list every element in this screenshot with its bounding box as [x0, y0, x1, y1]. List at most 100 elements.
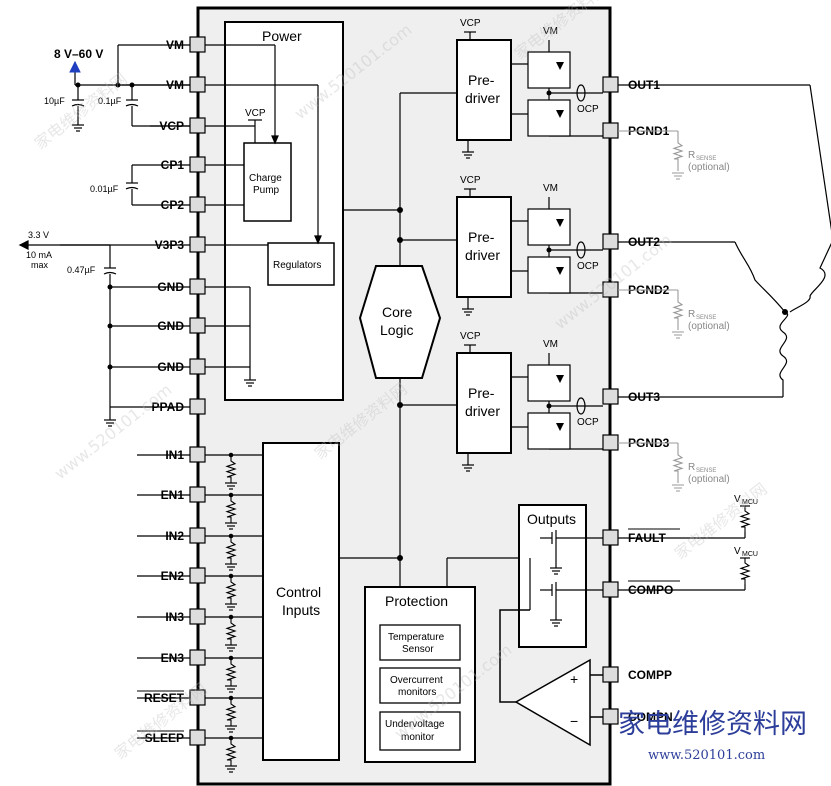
- rsense-label: R: [688, 309, 695, 320]
- pulldown-resistor: [225, 455, 237, 483]
- pulldown-resistor: [225, 495, 237, 523]
- v3p3-out-label-1: 3.3 V: [28, 230, 49, 240]
- comparator: [499, 609, 603, 747]
- control-inputs-block: [262, 442, 340, 761]
- control-inputs-label-1: Control: [276, 584, 321, 600]
- high-side-fet: [527, 51, 571, 89]
- predriver-label-2: driver: [465, 403, 500, 419]
- ground-symbol: [462, 308, 474, 316]
- pin-pad: [602, 233, 619, 250]
- pulldown-resistor: [225, 658, 237, 686]
- predriver-block: [456, 352, 512, 454]
- predriver-block: [456, 39, 512, 141]
- charge-pump-label-1: Charge: [249, 173, 282, 184]
- rsense-resistor: [672, 290, 684, 330]
- outputs-title: Outputs: [527, 511, 576, 527]
- pin-pad: [602, 581, 619, 598]
- ocp-label: OCP: [577, 104, 599, 115]
- watermark-url: www.520101.com: [648, 748, 765, 763]
- uv-label-1: Undervoltage: [385, 719, 445, 730]
- rsense-sub-label: SENSE: [696, 468, 716, 474]
- right-pins: OUT1PGND1OUT2PGND2OUT3PGND3FAULTCOMPOCOM…: [602, 76, 680, 725]
- supply-voltage-label: 8 V–60 V: [54, 47, 103, 61]
- rsense-optional-label: (optional): [688, 474, 730, 485]
- pulldown-resistor: [225, 536, 237, 564]
- cap-label-10uf: 10µF: [44, 96, 65, 106]
- vm-label: VM: [543, 183, 558, 194]
- pulldown-resistor: [225, 617, 237, 645]
- watermark-brand: 家电维修资料网: [618, 709, 807, 740]
- pin-pad: [189, 486, 206, 503]
- pulldown-resistor: [225, 738, 237, 766]
- ground-symbol: [72, 124, 84, 132]
- internal-wiring: [339, 92, 519, 587]
- rsense-resistor: [672, 131, 684, 171]
- ground-symbol: [244, 379, 256, 387]
- undervoltage-block: [379, 711, 461, 751]
- watermark-text: www.520101.com: [51, 380, 176, 483]
- pin-pad: [189, 567, 206, 584]
- oc-label-2: monitors: [398, 687, 436, 698]
- uv-label-2: monitor: [401, 732, 435, 743]
- pin-pad: [602, 666, 619, 683]
- comparator-plus: +: [570, 671, 578, 687]
- core-logic-block: [358, 265, 442, 379]
- protection-title: Protection: [385, 593, 448, 609]
- control-inputs-label-2: Inputs: [282, 602, 320, 618]
- predriver-label-1: Pre-: [468, 229, 495, 245]
- high-side-fet: [527, 208, 571, 246]
- pin-pad: [189, 317, 206, 334]
- junction-dot: [129, 82, 135, 88]
- junction-dot: [107, 364, 113, 370]
- core-logic-label-2: Logic: [380, 322, 413, 338]
- pin-label: COMPN: [628, 710, 673, 724]
- predriver-vcp-label: VCP: [460, 331, 481, 342]
- ground-symbol: [462, 151, 474, 159]
- predriver-vcp-label: VCP: [460, 175, 481, 186]
- low-side-fet: [527, 256, 571, 294]
- predriver-label-1: Pre-: [468, 72, 495, 88]
- temp-label-1: Temperature: [388, 632, 445, 643]
- high-side-fet: [527, 364, 571, 402]
- pin-pad: [602, 434, 619, 451]
- watermark-text: 家电维修资料网: [31, 69, 131, 153]
- junction-dot: [107, 323, 113, 329]
- rsense-label: R: [688, 462, 695, 473]
- power-vcp-label: VCP: [245, 108, 266, 119]
- power-title: Power: [262, 28, 302, 44]
- rsense-optional-label: (optional): [688, 162, 730, 173]
- ground-symbol: [462, 464, 474, 472]
- predriver-label-2: driver: [465, 247, 500, 263]
- pin-pad: [189, 76, 206, 93]
- core-logic-label-1: Core: [382, 304, 413, 320]
- supply-arrow: [69, 60, 81, 73]
- charge-pump-block: [243, 142, 292, 222]
- temp-label-2: Sensor: [402, 644, 434, 655]
- temperature-sensor-block: [379, 624, 461, 661]
- pulldown-resistor: [225, 576, 237, 604]
- oc-label-1: Overcurrent: [390, 675, 443, 686]
- pin-pad: [602, 388, 619, 405]
- vm-label: VM: [543, 339, 558, 350]
- ocp-label: OCP: [577, 417, 599, 428]
- cap-label-0p01uf: 0.01µF: [90, 184, 119, 194]
- external-left-wiring: [18, 44, 190, 427]
- ocp-label: OCP: [577, 261, 599, 272]
- rsense-sub-label: SENSE: [696, 156, 716, 162]
- pin-pad: [602, 529, 619, 546]
- pullup-resistor: [739, 558, 751, 584]
- pulldown-resistor: [225, 698, 237, 726]
- pin-pad: [189, 236, 206, 253]
- junction-dot: [107, 284, 113, 290]
- rsense-sub-label: SENSE: [696, 315, 716, 321]
- junction-dot: [115, 82, 121, 88]
- half-bridge-2: Pre-driver VCP VM OCP: [456, 175, 603, 316]
- comparator-minus: −: [570, 713, 578, 729]
- pin-pad: [189, 156, 206, 173]
- ground-symbol: [550, 619, 562, 627]
- rsense-label: R: [688, 150, 695, 161]
